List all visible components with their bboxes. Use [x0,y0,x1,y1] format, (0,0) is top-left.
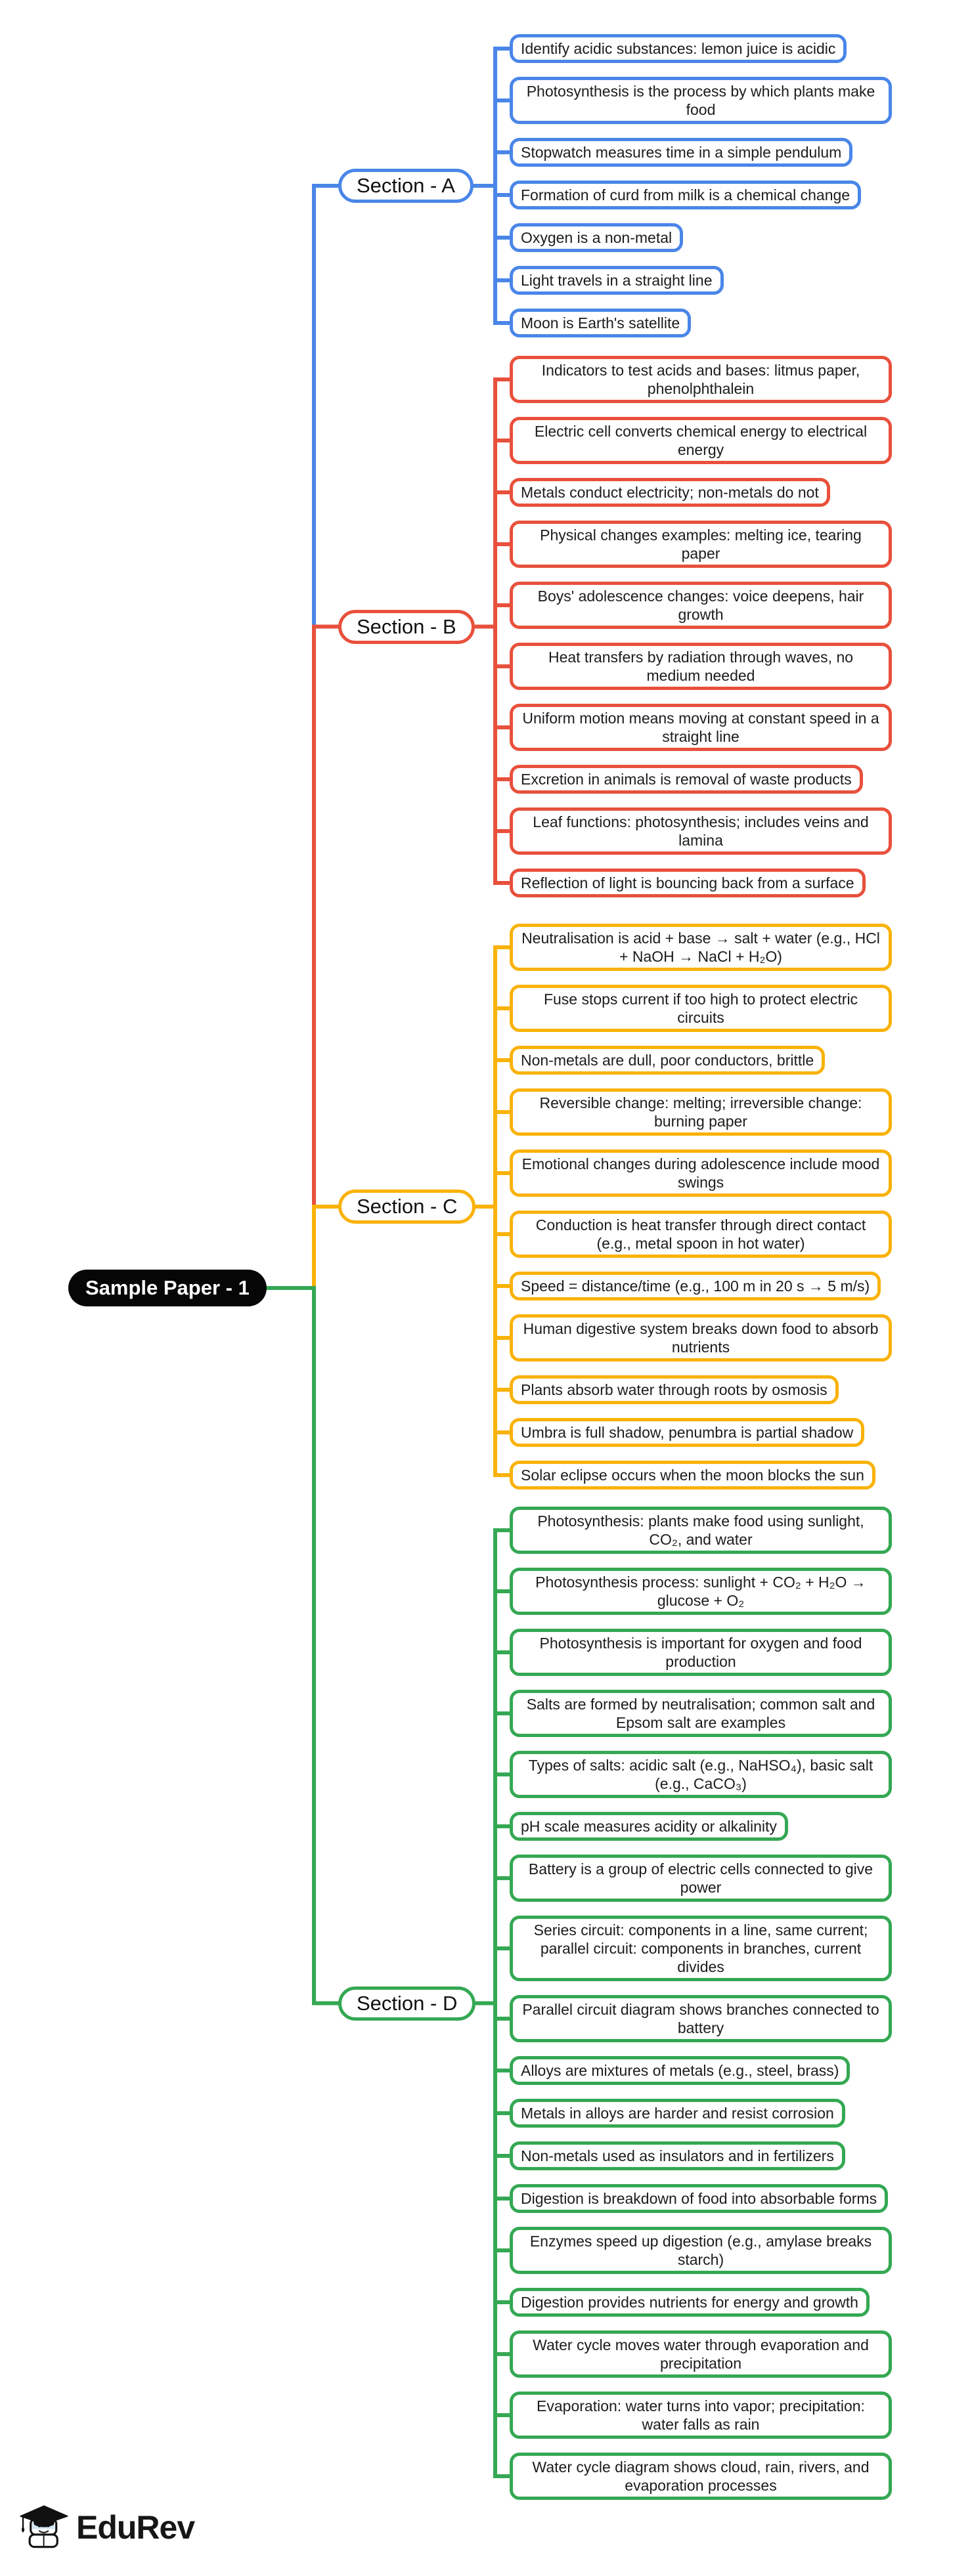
leaf-node: Physical changes examples: melting ice, … [510,521,892,568]
leaf-node: Uniform motion means moving at constant … [510,704,892,751]
section-b: Section - B Indicators to test acids and… [338,356,892,897]
leaf-node: Reflection of light is bouncing back fro… [510,869,866,897]
leaf-node: Moon is Earth's satellite [510,309,692,337]
leaf-node: Human digestive system breaks down food … [510,1314,892,1362]
leaf-node: Neutralisation is acid + base → salt + w… [510,924,892,971]
leaf-node: Electric cell converts chemical energy t… [510,417,892,464]
leaf-node: Water cycle diagram shows cloud, rain, r… [510,2453,892,2500]
leaf-node: Non-metals are dull, poor conductors, br… [510,1046,826,1075]
leaf-node: Alloys are mixtures of metals (e.g., ste… [510,2056,850,2085]
leaf-node: Enzymes speed up digestion (e.g., amylas… [510,2227,892,2274]
section-a: Section - A Identify acidic substances: … [338,34,892,337]
section-label: Section - C [338,1190,476,1224]
edurev-wordmark: EduRev [76,2509,195,2546]
leaf-node: Metals conduct electricity; non-metals d… [510,478,830,507]
leaf-node: Photosynthesis: plants make food using s… [510,1507,892,1554]
leaf-node: Parallel circuit diagram shows branches … [510,1995,892,2042]
leaf-node: Series circuit: components in a line, sa… [510,1916,892,1981]
section-leaves: Indicators to test acids and bases: litm… [510,356,892,897]
edurev-logo[interactable]: EduRev [18,2500,195,2555]
leaf-node: Stopwatch measures time in a simple pend… [510,138,853,167]
leaf-node: Digestion is breakdown of food into abso… [510,2184,889,2213]
leaf-node: Heat transfers by radiation through wave… [510,643,892,690]
leaf-node: Photosynthesis process: sunlight + CO₂ +… [510,1568,892,1615]
edurev-mascot-icon [20,2505,68,2548]
leaf-node: Indicators to test acids and bases: litm… [510,356,892,403]
leaf-node: Digestion provides nutrients for energy … [510,2288,870,2317]
leaf-node: Fuse stops current if too high to protec… [510,985,892,1032]
section-leaves: Neutralisation is acid + base → salt + w… [510,924,892,1490]
section-leaves: Identify acidic substances: lemon juice … [510,34,892,337]
section-label: Section - A [338,169,474,203]
root-node: Sample Paper - 1 [68,1270,267,1306]
leaf-node: Plants absorb water through roots by osm… [510,1375,839,1404]
leaf-node: Salts are formed by neutralisation; comm… [510,1690,892,1737]
leaf-node: Emotional changes during adolescence inc… [510,1149,892,1197]
leaf-node: Light travels in a straight line [510,266,724,295]
leaf-node: Solar eclipse occurs when the moon block… [510,1461,875,1490]
leaf-node: Water cycle moves water through evaporat… [510,2330,892,2378]
leaf-node: Formation of curd from milk is a chemica… [510,181,862,209]
leaf-node: Non-metals used as insulators and in fer… [510,2141,845,2170]
leaf-node: Reversible change: melting; irreversible… [510,1088,892,1136]
leaf-node: Identify acidic substances: lemon juice … [510,34,847,63]
section-d: Section - D Photosynthesis: plants make … [338,1507,892,2500]
leaf-node: Umbra is full shadow, penumbra is partia… [510,1418,865,1447]
leaf-node: Photosynthesis is important for oxygen a… [510,1629,892,1676]
leaf-node: Metals in alloys are harder and resist c… [510,2099,845,2128]
leaf-node: Conduction is heat transfer through dire… [510,1211,892,1258]
leaf-node: Battery is a group of electric cells con… [510,1855,892,1902]
leaf-node: Photosynthesis is the process by which p… [510,77,892,124]
leaf-node: Types of salts: acidic salt (e.g., NaHSO… [510,1751,892,1798]
leaf-node: Leaf functions: photosynthesis; includes… [510,807,892,855]
section-leaves: Photosynthesis: plants make food using s… [510,1507,892,2500]
section-label: Section - D [338,1986,476,2021]
leaf-node: Speed = distance/time (e.g., 100 m in 20… [510,1272,881,1300]
leaf-node: Excretion in animals is removal of waste… [510,765,863,794]
leaf-node: Boys' adolescence changes: voice deepens… [510,582,892,629]
leaf-node: pH scale measures acidity or alkalinity [510,1812,788,1841]
section-c: Section - C Neutralisation is acid + bas… [338,924,892,1490]
leaf-node: Evaporation: water turns into vapor; pre… [510,2392,892,2439]
leaf-node: Oxygen is a non-metal [510,223,684,252]
section-label: Section - B [338,609,475,644]
